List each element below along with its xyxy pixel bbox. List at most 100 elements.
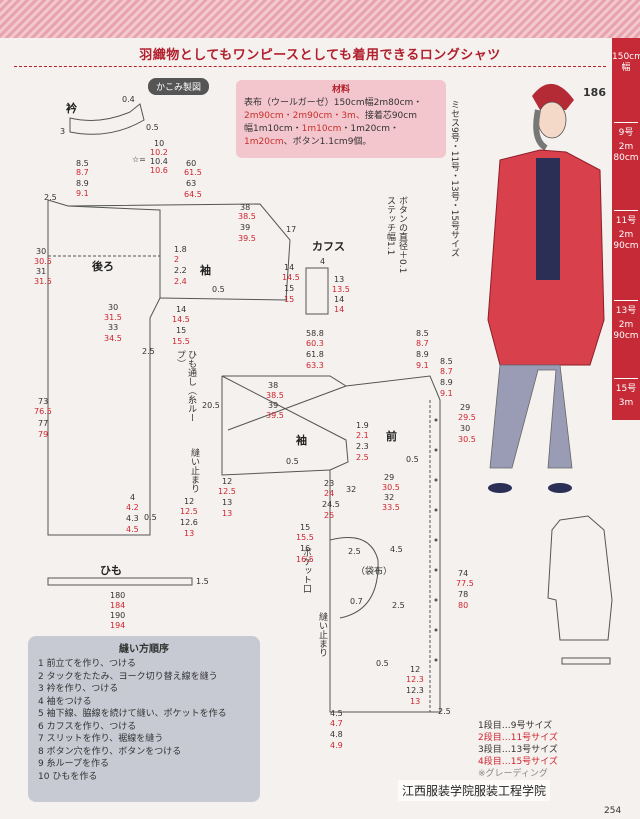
- dim: 180: [110, 591, 126, 600]
- dim: 10.6: [150, 166, 168, 175]
- dim: 30.5: [382, 483, 400, 492]
- sleeve-label: 袖: [296, 434, 307, 447]
- dim: 13: [410, 697, 421, 706]
- sewing-title: 縫い方順序: [119, 644, 169, 655]
- pocket-opening-label: ポケット口: [301, 548, 311, 593]
- dim: 8.9: [416, 350, 429, 359]
- dim: 15: [300, 523, 311, 532]
- size-yardage-bar: 150cm幅 9号 2m 80cm 11号 2m 90cm 13号 2m 90c…: [612, 38, 640, 420]
- dim: 3: [60, 127, 66, 136]
- dim: 16: [300, 544, 311, 553]
- dim: 12: [184, 497, 195, 506]
- legend-row: 3段目…13号サイズ: [478, 745, 558, 755]
- dim: 15: [284, 295, 295, 304]
- dim: 30.5: [34, 257, 52, 266]
- front-piece: [221, 375, 441, 713]
- dim: 2.1: [356, 431, 369, 440]
- dim: 32: [384, 493, 395, 502]
- dim: 14: [176, 305, 187, 314]
- dim: 4.8: [330, 730, 343, 739]
- dim: 2.5: [438, 707, 451, 716]
- dim: 38.5: [238, 212, 256, 221]
- dim: 15: [176, 326, 187, 335]
- dim: 38.5: [266, 391, 284, 400]
- dim: 39: [240, 223, 251, 232]
- materials-heading: 材料: [331, 85, 350, 95]
- dim: 60: [186, 159, 197, 168]
- dim: 24: [324, 489, 335, 498]
- sewing-step: 1 前立てを作り、つける: [38, 659, 137, 669]
- sewing-step: 10 ひもを作る: [38, 771, 98, 782]
- materials-text: 、ボタン1.1cm9個。: [283, 137, 372, 147]
- dim: 30: [36, 247, 47, 256]
- dim: 77: [38, 419, 49, 428]
- dim: 12: [222, 477, 233, 486]
- sewing-step: 3 衿を作り、つける: [38, 684, 119, 694]
- collar-label: 衿: [66, 102, 77, 115]
- dim: 2.5: [392, 601, 405, 610]
- dim: 0.5: [376, 659, 389, 668]
- dim: 2: [174, 255, 180, 264]
- dim: 2.2: [174, 266, 187, 275]
- dim: 184: [110, 601, 126, 610]
- dim: 16.5: [296, 555, 314, 564]
- collar-piece: [69, 103, 145, 135]
- dim: 29.5: [458, 413, 476, 422]
- sewing-step: 5 袖下線、脇線を続けて縫い、ポケットを作る: [38, 709, 227, 719]
- dim: 61.8: [306, 350, 324, 359]
- dim: 76.5: [34, 407, 52, 416]
- dim: 190: [110, 611, 126, 620]
- dim: 30: [108, 303, 119, 312]
- dim: 8.7: [440, 367, 453, 376]
- size-label: 15号: [615, 384, 637, 394]
- dim: 58.8: [306, 329, 324, 338]
- dim: 8.7: [416, 339, 429, 348]
- symbol-label: ☆=: [132, 155, 146, 164]
- dim: 79: [38, 430, 49, 439]
- dim: 8.9: [440, 378, 453, 387]
- size-legend: 1段目…9号サイズ 2段目…11号サイズ 3段目…13号サイズ 4段目…15号サ…: [478, 720, 558, 780]
- size-value: 2m 90cm: [613, 230, 639, 251]
- sewing-step: 6 カフスを作り、つける: [38, 721, 137, 732]
- draft-tag: かこみ製図: [148, 78, 210, 95]
- dim: 0.5: [144, 513, 157, 522]
- dim: 31: [36, 267, 47, 276]
- dim: 0.5: [146, 123, 159, 132]
- materials-text: ・1m20cm・: [341, 124, 400, 134]
- dim: 61.5: [184, 168, 202, 177]
- dim: 13: [184, 529, 195, 538]
- dim: 12.5: [180, 507, 198, 516]
- back-view-illustration: [547, 515, 613, 665]
- materials-red: 2m90cm・2m90cm・3m、: [244, 111, 365, 121]
- dim: 34.5: [104, 334, 122, 343]
- dim: 14: [334, 305, 345, 314]
- dim: 14: [334, 295, 345, 304]
- dim: 0.5: [212, 285, 225, 294]
- dim: 31.5: [104, 313, 122, 322]
- dim: 13: [222, 498, 233, 507]
- dim: 4.2: [126, 503, 139, 512]
- dim: 63: [186, 179, 197, 188]
- dim: 8.5: [76, 159, 89, 168]
- dim: 1.5: [196, 577, 209, 586]
- dim: 1.9: [356, 421, 369, 430]
- dim: 12: [410, 665, 421, 674]
- legend-row: 4段目…15号サイズ: [478, 757, 558, 767]
- size-range-text: ミセス9号・11号・13号・15号サイズ: [449, 100, 459, 258]
- dim: 29: [384, 473, 395, 482]
- dim: 9.1: [440, 389, 453, 398]
- dim: 4.5: [390, 545, 403, 554]
- dim: 31.5: [34, 277, 52, 286]
- sewing-step: 2 タックをたたみ、ヨーク切り替え線を縫う: [38, 671, 218, 682]
- materials-text: 接着芯90cm: [364, 111, 417, 121]
- dim: 74: [458, 569, 469, 578]
- dim: 13: [334, 275, 345, 284]
- dim: 10.2: [150, 148, 168, 157]
- materials-red: 1m20cm: [244, 137, 284, 147]
- top-band: [0, 0, 640, 38]
- dim: 4.3: [126, 514, 139, 523]
- width-label: 150cm幅: [612, 52, 640, 73]
- dim: 33.5: [382, 503, 400, 512]
- dim: 0.5: [406, 455, 419, 464]
- dim: 63.3: [306, 361, 324, 370]
